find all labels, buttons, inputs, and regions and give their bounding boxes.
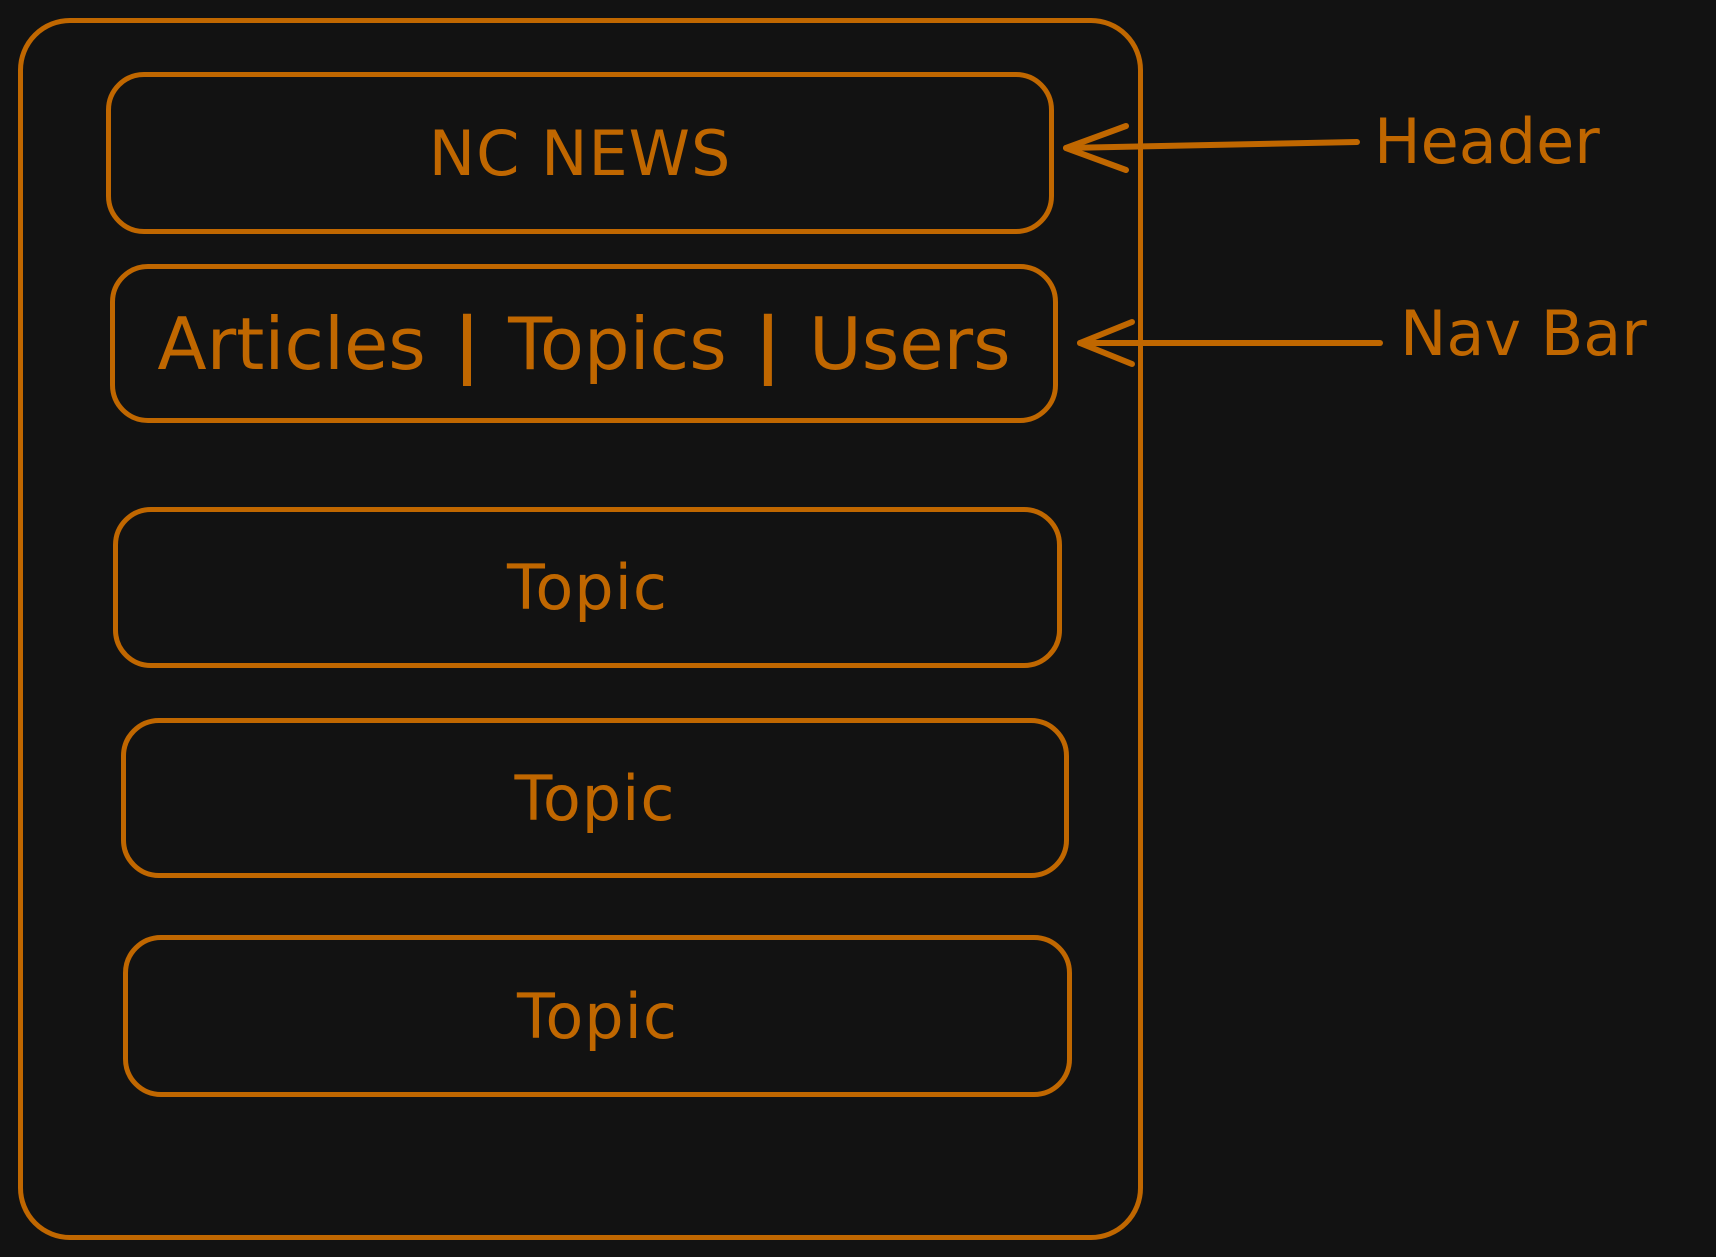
nav-bar-box: Articles | Topics | Users	[110, 264, 1058, 423]
nav-separator: |	[754, 301, 782, 386]
nav-item-topics[interactable]: Topics	[508, 301, 727, 386]
topic-card[interactable]: Topic	[123, 935, 1072, 1097]
topic-label: Topic	[507, 551, 668, 624]
topic-label: Topic	[514, 761, 676, 835]
header-title: NC NEWS	[428, 116, 732, 190]
header-annotation-label: Header	[1374, 105, 1600, 178]
nav-separator: |	[453, 301, 481, 386]
page-frame	[18, 18, 1143, 1240]
topic-card[interactable]: Topic	[121, 718, 1069, 878]
nav-bar: Articles | Topics | Users	[157, 302, 1010, 386]
topic-label: Topic	[517, 979, 678, 1053]
nav-item-users[interactable]: Users	[809, 301, 1011, 386]
nav-annotation-label: Nav Bar	[1400, 297, 1647, 370]
header-box: NC NEWS	[106, 72, 1054, 234]
topic-card[interactable]: Topic	[113, 507, 1062, 668]
nav-item-articles[interactable]: Articles	[157, 301, 426, 386]
